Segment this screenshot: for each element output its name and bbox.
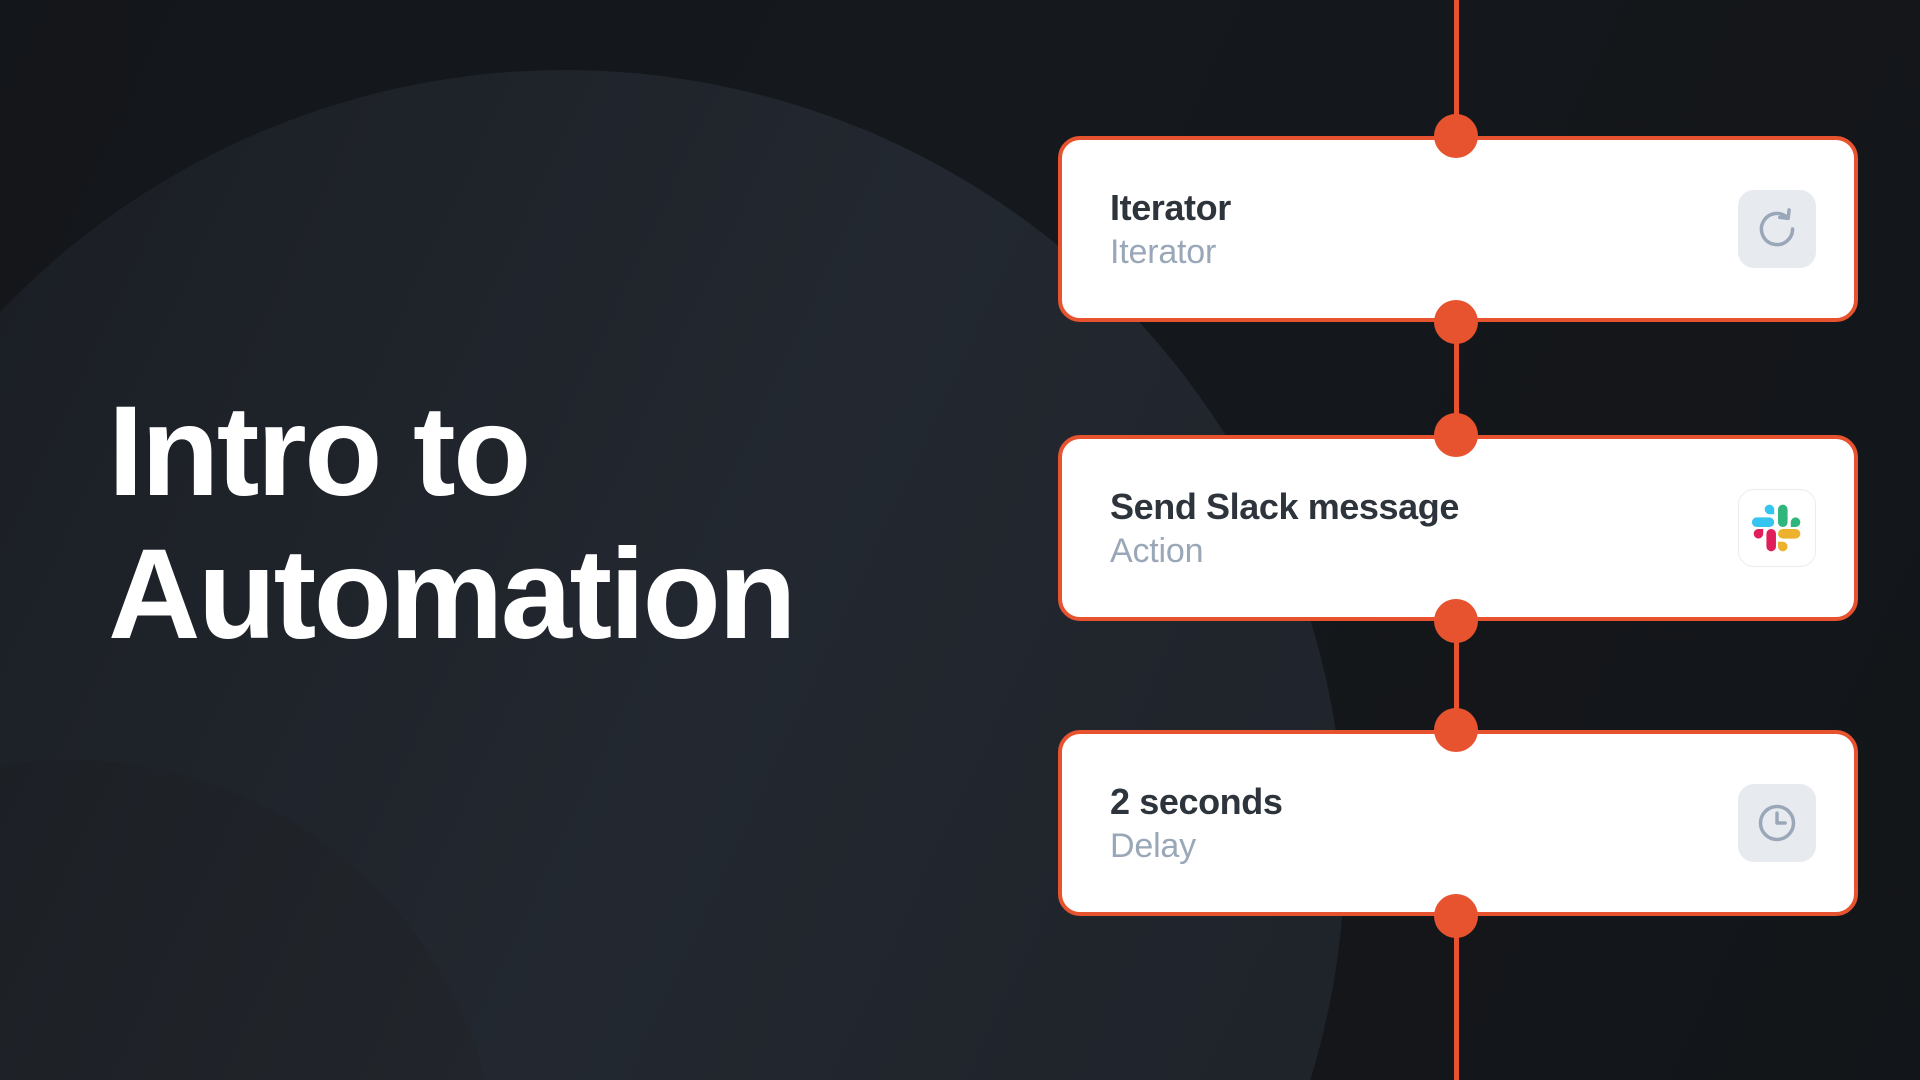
flow-card-subtitle: Iterator	[1110, 232, 1217, 271]
flow-card-text: 2 seconds Delay	[1110, 780, 1283, 866]
page-title: Intro to Automation	[108, 380, 1028, 667]
flow-connector-dot	[1434, 300, 1478, 344]
flow-card-subtitle: Delay	[1110, 826, 1196, 865]
automation-flow: Iterator Iterator Send Slack message Act…	[1053, 0, 1863, 1080]
flow-connector-dot	[1434, 708, 1478, 752]
slack-icon	[1738, 489, 1816, 567]
flow-connector-dot	[1434, 894, 1478, 938]
flow-connector-dot	[1434, 413, 1478, 457]
page-title-line-2: Automation	[108, 523, 797, 667]
flow-card-title: 2 seconds	[1110, 780, 1283, 822]
flow-card-text: Iterator Iterator	[1110, 187, 1231, 272]
flow-card-delay[interactable]: 2 seconds Delay	[1058, 730, 1858, 916]
loop-icon	[1738, 190, 1816, 268]
flow-card-title: Iterator	[1110, 186, 1231, 228]
flow-card-subtitle: Action	[1110, 531, 1204, 570]
flow-card-slack[interactable]: Send Slack message Action	[1058, 435, 1858, 621]
clock-icon	[1738, 784, 1816, 862]
flow-card-title: Send Slack message	[1110, 485, 1460, 527]
page-title-line-1: Intro to	[108, 380, 531, 523]
flow-card-iterator[interactable]: Iterator Iterator	[1058, 136, 1858, 322]
flow-card-text: Send Slack message Action	[1110, 486, 1459, 571]
flow-connector-dot	[1434, 114, 1478, 158]
flow-connector-dot	[1434, 599, 1478, 643]
